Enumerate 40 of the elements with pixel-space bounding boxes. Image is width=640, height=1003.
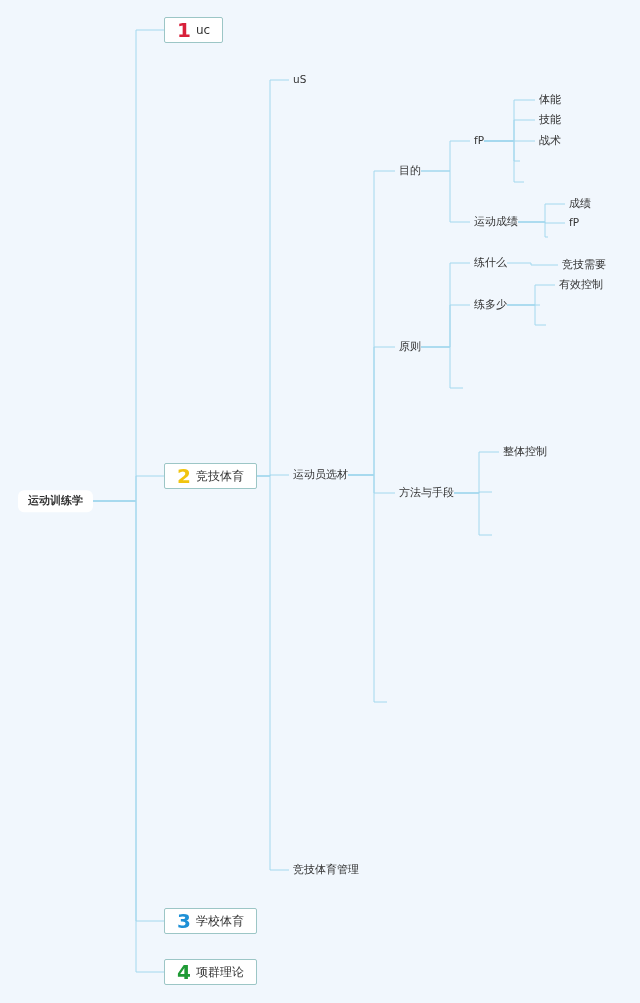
topic-label: 竞技体育	[195, 469, 244, 483]
topic-label: fP	[569, 217, 580, 229]
topic-number: 2	[177, 466, 191, 486]
topic-label: 运动训练学	[28, 495, 83, 507]
topic-number: 1	[177, 20, 191, 40]
branch-line	[420, 346, 464, 389]
main-topic-box	[164, 17, 224, 43]
topic-number: 3	[177, 911, 191, 931]
topic-label: 练什么	[474, 257, 507, 269]
topic-number: 4	[177, 962, 191, 982]
topic-label: 方法与手段	[399, 487, 454, 499]
main-topic-box	[164, 463, 257, 489]
topic-label: 有效控制	[559, 279, 603, 291]
topic-label: 整体控制	[503, 446, 547, 458]
topic-label: uS	[293, 74, 307, 86]
branch-line	[506, 262, 559, 266]
root-topic	[18, 490, 93, 512]
branch-line	[483, 140, 525, 183]
topic-label: 练多少	[474, 299, 507, 311]
topic-label: 竞技体育管理	[293, 864, 359, 876]
topic-label: 学校体育	[195, 914, 244, 928]
main-topic-box	[164, 908, 257, 934]
topic-label: 体能	[539, 94, 561, 106]
branch-line	[517, 221, 549, 238]
topic-label: 运动成绩	[474, 216, 518, 228]
topic-label: 原则	[399, 341, 421, 353]
topic-label: 战术	[539, 135, 561, 147]
branch-line	[256, 475, 290, 871]
topic-label: 目的	[399, 165, 421, 177]
topic-label: fP	[474, 135, 485, 147]
topic-label: 项群理论	[195, 965, 244, 979]
topic-label: 成绩	[569, 198, 591, 210]
main-topic-box	[164, 959, 257, 985]
topic-label: 运动员选材	[293, 469, 348, 481]
topic-label: 竞技需要	[562, 259, 606, 271]
topic-label: 技能	[539, 114, 561, 126]
branch-line	[453, 492, 493, 536]
topic-label: uc	[195, 23, 211, 37]
branch-line	[420, 170, 471, 223]
branch-line	[506, 304, 547, 326]
